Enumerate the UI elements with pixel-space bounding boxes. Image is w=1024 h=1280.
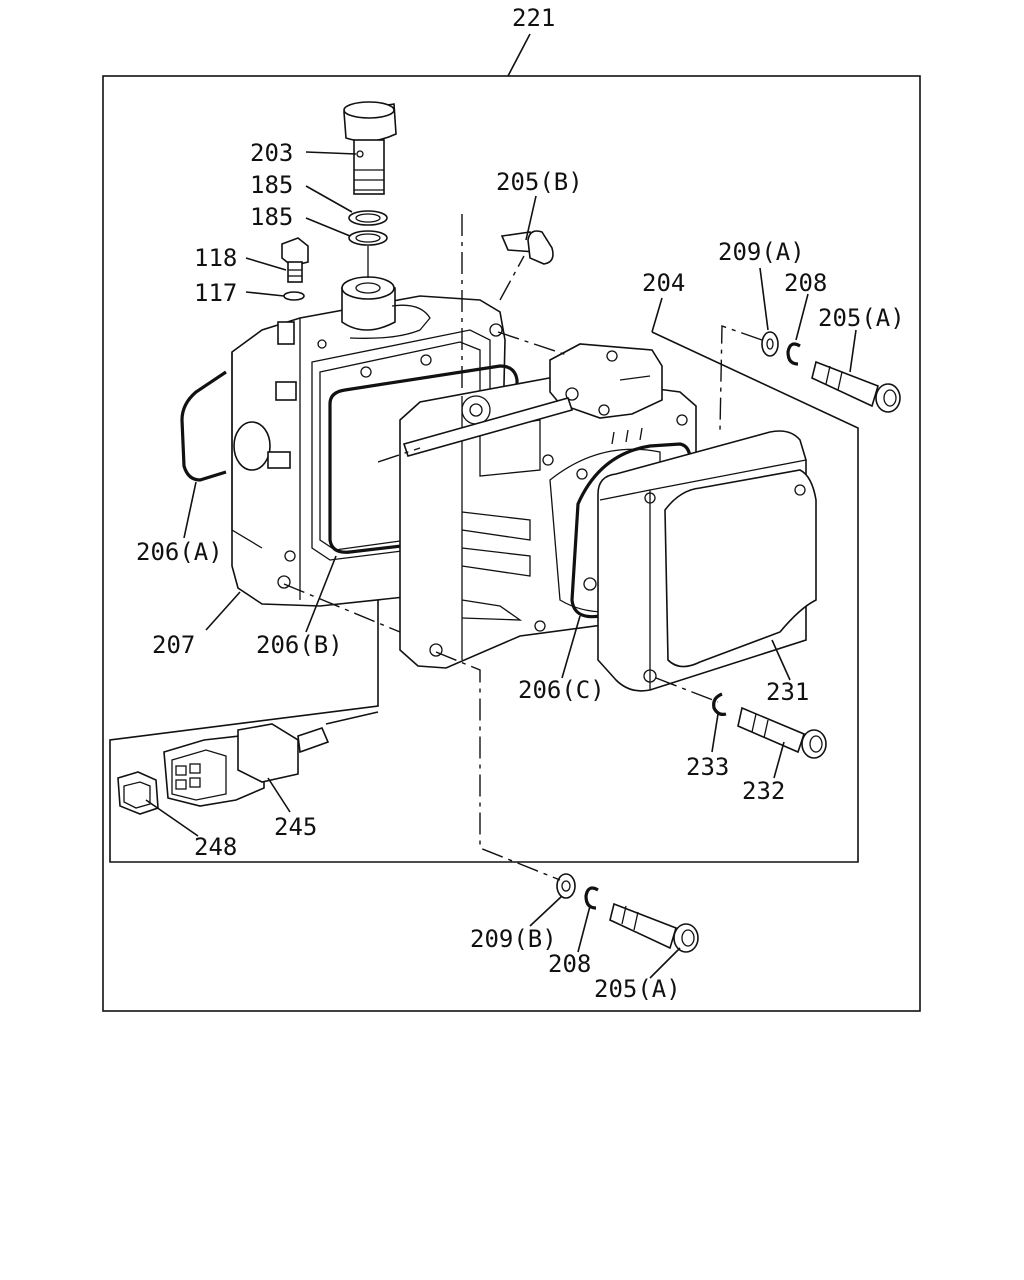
phantom-line-g <box>377 447 421 463</box>
bolt-118 <box>281 237 309 283</box>
label-206a: 206(A) <box>136 538 223 566</box>
label-245: 245 <box>274 813 317 841</box>
bolt-232 <box>737 706 827 759</box>
clip-208-top <box>786 342 801 366</box>
connector-245 <box>163 723 330 807</box>
assembly-leader <box>507 33 531 77</box>
leader-lines <box>145 151 857 979</box>
label-185-lower: 185 <box>250 203 293 231</box>
phantom-line-a <box>497 331 571 357</box>
label-232: 232 <box>742 777 785 805</box>
phantom-line-d <box>435 651 561 881</box>
label-209b: 209(B) <box>470 925 557 953</box>
phantom-line-f <box>499 255 525 301</box>
washer-117 <box>283 291 305 301</box>
plug-248 <box>117 771 159 815</box>
gasket-206c <box>570 442 692 619</box>
label-231: 231 <box>766 678 809 706</box>
label-208-top: 208 <box>784 269 827 297</box>
bolt-205a-bottom <box>609 902 699 953</box>
assembly-frame <box>102 75 921 1012</box>
assembly-label: 221 <box>512 4 555 32</box>
label-205a-top: 205(A) <box>818 304 905 332</box>
label-207: 207 <box>152 631 195 659</box>
label-206b: 206(B) <box>256 631 343 659</box>
cover-231 <box>597 430 817 692</box>
clip-208-bottom <box>584 886 599 910</box>
washer-185-upper <box>348 210 388 226</box>
label-209a: 209(A) <box>718 238 805 266</box>
label-203: 203 <box>250 139 293 167</box>
label-206c: 206(C) <box>518 676 605 704</box>
label-204: 204 <box>642 269 685 297</box>
label-208-bottom: 208 <box>548 950 591 978</box>
phantom-line-c <box>283 583 401 633</box>
label-248: 248 <box>194 833 237 861</box>
label-118: 118 <box>194 244 237 272</box>
washer-209a <box>761 331 779 357</box>
clip-233 <box>712 692 727 716</box>
gasket-206a <box>180 370 227 482</box>
leader-204 <box>651 297 663 333</box>
bolt-205a-top <box>811 360 901 413</box>
label-205a-bottom: 205(A) <box>594 975 681 1003</box>
label-233: 233 <box>686 753 729 781</box>
subassembly-outline <box>109 331 859 863</box>
washer-209b <box>556 873 576 899</box>
label-185-upper: 185 <box>250 171 293 199</box>
label-205b: 205(B) <box>496 168 583 196</box>
label-117: 117 <box>194 279 237 307</box>
banjo-bolt-203 <box>343 101 397 195</box>
phantom-line-e <box>655 677 719 703</box>
washer-185-lower <box>348 230 388 246</box>
phantom-line-b <box>719 325 763 431</box>
